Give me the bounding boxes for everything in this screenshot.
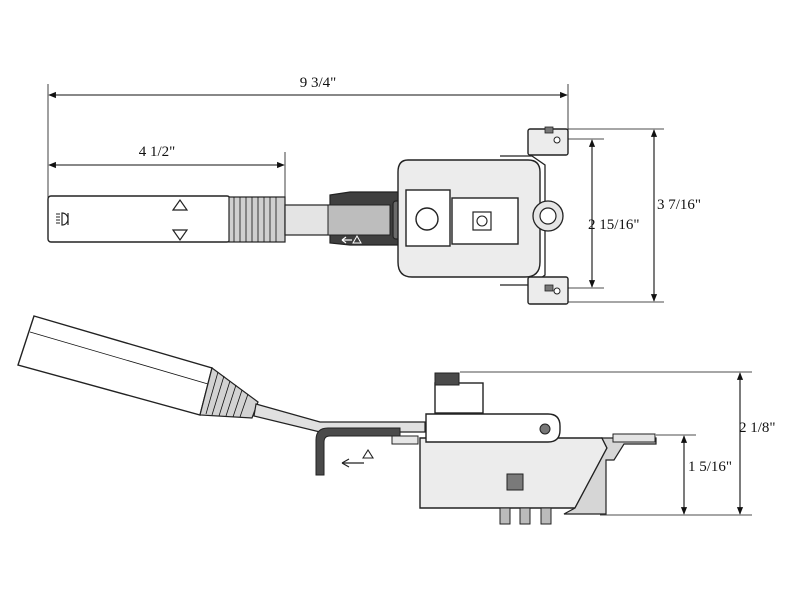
side-bolt [532, 200, 564, 232]
outer-height-label: 3 7/16" [657, 197, 701, 213]
switch-housing-side [391, 372, 657, 515]
outer-height-dimension: 3 7/16" [568, 128, 701, 303]
arrow-left-triangle-icon [341, 234, 362, 244]
inner-height-label: 2 15/16" [588, 217, 640, 233]
triangle-up-icon [171, 198, 189, 211]
inner-height-dimension: 2 15/16" [568, 138, 640, 289]
arrow-left-triangle-icon [341, 448, 374, 468]
side-view: 2 1/8" 1 5/16" [17, 315, 776, 525]
lever-length-dimension: 4 1/2" [48, 144, 286, 200]
hook-arm [315, 427, 401, 476]
mounting-bracket-bottom [527, 276, 569, 305]
lever-length-label: 4 1/2" [139, 144, 176, 160]
overall-length-dimension: 9 3/4" [47, 75, 569, 200]
angled-lever [17, 315, 426, 433]
top-view: 9 3/4" 4 1/2" [47, 75, 701, 305]
lever-handle [47, 195, 231, 243]
terminal-pins [499, 507, 552, 525]
lever-shaft [284, 204, 331, 236]
overall-length-label: 9 3/4" [300, 75, 337, 91]
triangle-down-icon [171, 229, 189, 242]
headlight-beam-icon [56, 212, 69, 226]
mounting-bracket-top [527, 126, 569, 156]
side-body-height-label: 1 5/16" [688, 459, 732, 475]
side-total-height-dimension: 2 1/8" [460, 371, 776, 516]
switch-housing-top [397, 155, 546, 286]
side-total-height-label: 2 1/8" [739, 420, 776, 436]
side-body-height-dimension: 1 5/16" [656, 434, 732, 515]
lever-collar-ribs [228, 196, 286, 243]
